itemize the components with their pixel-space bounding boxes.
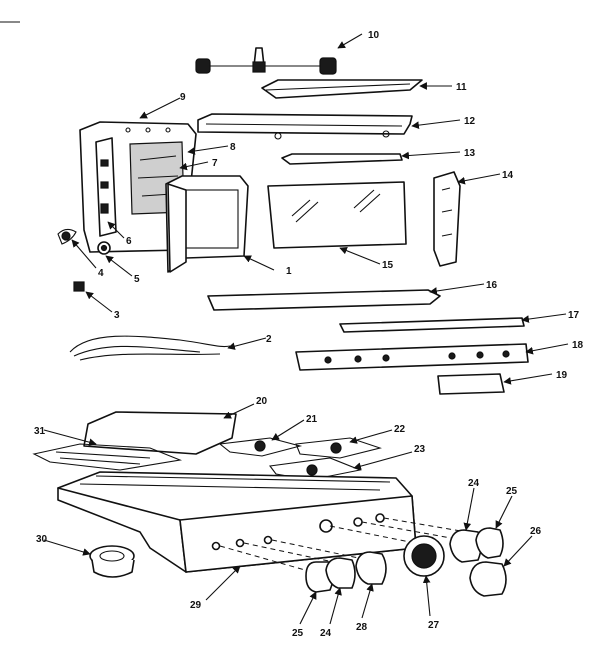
label-12: 12 <box>464 116 476 127</box>
leader-lines <box>43 33 569 625</box>
label-11: 11 <box>456 82 467 93</box>
part-11-rail <box>261 79 423 99</box>
label-13: 13 <box>464 148 476 159</box>
label-17: 17 <box>568 310 580 321</box>
part-3-clip <box>73 281 85 292</box>
label-6: 6 <box>126 236 132 247</box>
label-1: 1 <box>286 266 292 277</box>
cooktop-body <box>57 471 417 573</box>
label-4: 4 <box>98 268 104 279</box>
label-5: 5 <box>134 274 140 285</box>
part-14-side-bracket <box>433 171 461 267</box>
label-14: 14 <box>502 170 514 181</box>
label-19: 19 <box>556 370 568 381</box>
label-21: 21 <box>306 414 318 425</box>
label-31: 31 <box>34 426 46 437</box>
part-4-valve <box>57 228 77 245</box>
label-16: 16 <box>486 280 498 291</box>
part-20-cover <box>83 411 237 455</box>
label-8: 8 <box>230 142 236 153</box>
knob-28 <box>355 551 387 585</box>
knob-26 <box>469 561 507 597</box>
part-12-frame-bar <box>197 113 413 140</box>
label-26: 26 <box>530 526 542 537</box>
label-2: 2 <box>266 334 272 345</box>
label-23: 23 <box>414 444 426 455</box>
label-3: 3 <box>114 310 120 321</box>
label-24-right: 24 <box>468 478 480 489</box>
part-31-grate <box>32 443 183 471</box>
alignment-lines <box>219 517 491 573</box>
label-22: 22 <box>394 424 406 435</box>
part-2-wiring <box>69 335 231 361</box>
part-labels: 1 2 3 4 5 6 7 8 9 10 11 12 13 14 15 16 1… <box>34 30 584 639</box>
part-18-control-panel <box>295 343 529 371</box>
label-20: 20 <box>256 396 268 407</box>
part-1-door-frame <box>165 175 249 273</box>
part-30-ring <box>89 545 135 578</box>
part-15-glass <box>267 181 407 249</box>
part-13-bar <box>281 153 403 165</box>
part-21-grate <box>218 437 303 457</box>
part-6-bracket <box>95 137 117 237</box>
part-10-harness <box>195 47 337 75</box>
label-25-left: 25 <box>292 628 304 639</box>
knob-24-left <box>325 557 356 589</box>
part-19-handle <box>437 373 505 395</box>
label-30: 30 <box>36 534 48 545</box>
label-18: 18 <box>572 340 584 351</box>
label-25-right: 25 <box>506 486 518 497</box>
label-27: 27 <box>428 620 440 631</box>
label-15: 15 <box>382 260 394 271</box>
label-10: 10 <box>368 30 380 41</box>
part-17-strip <box>339 317 525 333</box>
label-7: 7 <box>212 158 218 169</box>
part-23-grate <box>268 457 362 481</box>
part-22-grate <box>295 437 382 459</box>
knob-24-right <box>449 529 482 563</box>
part-16-long-bar <box>207 289 441 311</box>
part-27-bezel <box>403 535 445 577</box>
knob-25-right <box>475 527 504 559</box>
label-9: 9 <box>180 92 186 103</box>
label-24-left: 24 <box>320 628 332 639</box>
label-28: 28 <box>356 622 368 633</box>
label-29: 29 <box>190 600 202 611</box>
part-5-nut <box>97 241 111 255</box>
